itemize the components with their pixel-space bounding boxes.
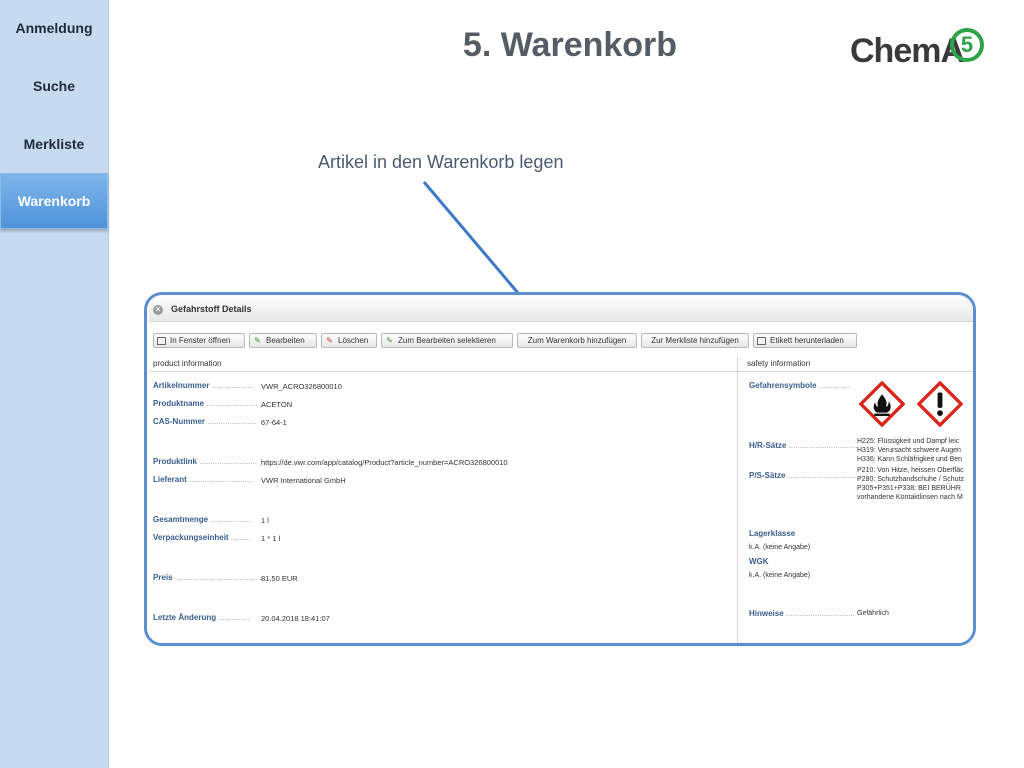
value-wgk: k.A. (keine Angabe) bbox=[749, 572, 811, 579]
button-label: Löschen bbox=[338, 336, 369, 345]
delete-button[interactable]: ✎ Löschen bbox=[321, 333, 377, 348]
chema5-logo: ChemA 5 bbox=[850, 28, 990, 76]
label-preis: Preis ..................................… bbox=[153, 573, 271, 582]
nav-item-anmeldung[interactable]: Anmeldung bbox=[15, 20, 93, 36]
label-gefahrensymbole: Gefahrensymbole .............. bbox=[749, 381, 850, 390]
value-letzte-aenderung: 20.04.2018 18:41:07 bbox=[261, 614, 330, 623]
value-lagerklasse: k.A. (keine Angabe) bbox=[749, 544, 811, 551]
value-produktname: ACETON bbox=[261, 400, 293, 409]
screenshot-frame: ✕ Gefahrstoff Details In Fenster öffnen … bbox=[144, 292, 976, 646]
button-label: Zur Merkliste hinzufügen bbox=[651, 336, 739, 345]
value-produktlink[interactable]: https://de.vwr.com/app/catalog/Product?a… bbox=[261, 458, 508, 467]
hr-line: H319: Verursacht schwere Augen bbox=[857, 447, 961, 454]
sidebar: Anmeldung Suche Merkliste Warenkorb bbox=[0, 0, 109, 768]
value-preis: 81,50 EUR bbox=[261, 574, 298, 583]
close-icon[interactable]: ✕ bbox=[153, 305, 163, 315]
button-label: Zum Bearbeiten selektieren bbox=[398, 336, 496, 345]
details-panel: ✕ Gefahrstoff Details In Fenster öffnen … bbox=[149, 299, 973, 643]
column-divider bbox=[737, 357, 738, 643]
ps-line: P305+P351+P338: BEI BERÜHR bbox=[857, 485, 961, 492]
download-label-button[interactable]: Etikett herunterladen bbox=[753, 333, 857, 348]
label-produktname: Produktname ....................... bbox=[153, 399, 258, 408]
select-for-edit-button[interactable]: ✎ Zum Bearbeiten selektieren bbox=[381, 333, 513, 348]
ps-line: vorhandene Kontaktlinsen nach M bbox=[857, 494, 963, 501]
nav-item-warenkorb[interactable]: Warenkorb bbox=[0, 173, 108, 229]
edit-button[interactable]: ✎ Bearbeiten bbox=[249, 333, 317, 348]
label-hinweise: Hinweise ............................... bbox=[749, 609, 855, 618]
slide-title: 5. Warenkorb bbox=[462, 26, 678, 64]
label-produktlink: Produktlink .......................... bbox=[153, 457, 258, 466]
label-letzte-aenderung: Letzte Änderung .............. bbox=[153, 613, 250, 622]
value-lieferant: VWR International GmbH bbox=[261, 476, 346, 485]
open-in-window-button[interactable]: In Fenster öffnen bbox=[153, 333, 245, 348]
value-verpackungseinheit: 1 * 1 l bbox=[261, 534, 281, 543]
panel-header: ✕ Gefahrstoff Details bbox=[149, 299, 973, 322]
window-icon bbox=[157, 336, 166, 345]
label-verpackungseinheit: Verpackungseinheit ......... bbox=[153, 533, 251, 542]
value-cas-nummer: 67-64-1 bbox=[261, 418, 287, 427]
flame-pictogram-icon bbox=[859, 381, 905, 427]
label-gesamtmenge: Gesamtmenge ................... bbox=[153, 515, 253, 524]
label-icon bbox=[757, 336, 766, 345]
hr-line: H336: Kann Schläfrigkeit und Ben bbox=[857, 456, 963, 463]
label-hr-saetze: H/R-Sätze ..............................… bbox=[749, 441, 858, 450]
value-artikelnummer: VWR_ACRO326800010 bbox=[261, 382, 342, 391]
nav-item-suche[interactable]: Suche bbox=[32, 78, 75, 94]
logo-badge: 5 bbox=[950, 28, 984, 62]
nav-item-merkliste[interactable]: Merkliste bbox=[23, 136, 85, 152]
section-product-information: product information bbox=[153, 359, 222, 368]
exclamation-pictogram-icon bbox=[917, 381, 963, 427]
button-label: In Fenster öffnen bbox=[170, 336, 231, 345]
label-ps-saetze: P/S-Sätze ..............................… bbox=[749, 471, 857, 480]
ps-line: P280: Schutzhandschuhe / Schutz bbox=[857, 476, 965, 483]
hr-line: H225: Flüssigkeit und Dampf leic bbox=[857, 438, 960, 445]
value-hinweise: Gefährlich bbox=[857, 610, 889, 617]
section-safety-information: safety information bbox=[747, 359, 811, 368]
label-lagerklasse: Lagerklasse bbox=[749, 529, 796, 538]
label-wgk: WGK bbox=[749, 557, 769, 566]
pencil-icon: ✎ bbox=[254, 336, 261, 345]
panel-title: Gefahrstoff Details bbox=[171, 304, 252, 314]
add-to-watchlist-button[interactable]: Zur Merkliste hinzufügen bbox=[641, 333, 749, 348]
label-lieferant: Lieferant ............................. bbox=[153, 475, 254, 484]
label-cas-nummer: CAS-Nummer ...................... bbox=[153, 417, 257, 426]
section-divider bbox=[149, 371, 973, 372]
ps-line: P210: Von Hitze, heissen Oberfläc bbox=[857, 467, 964, 474]
add-to-cart-button[interactable]: Zum Warenkorb hinzufügen bbox=[517, 333, 637, 348]
annotation-text: Artikel in den Warenkorb legen bbox=[318, 152, 564, 172]
button-label: Zum Warenkorb hinzufügen bbox=[527, 336, 627, 345]
label-artikelnummer: Artikelnummer ................... bbox=[153, 381, 254, 390]
delete-icon: ✎ bbox=[326, 336, 333, 345]
pencil-icon: ✎ bbox=[386, 336, 393, 345]
value-gesamtmenge: 1 l bbox=[261, 516, 269, 525]
button-label: Bearbeiten bbox=[266, 336, 305, 345]
button-label: Etikett herunterladen bbox=[770, 336, 844, 345]
logo-text: ChemA bbox=[850, 32, 965, 70]
